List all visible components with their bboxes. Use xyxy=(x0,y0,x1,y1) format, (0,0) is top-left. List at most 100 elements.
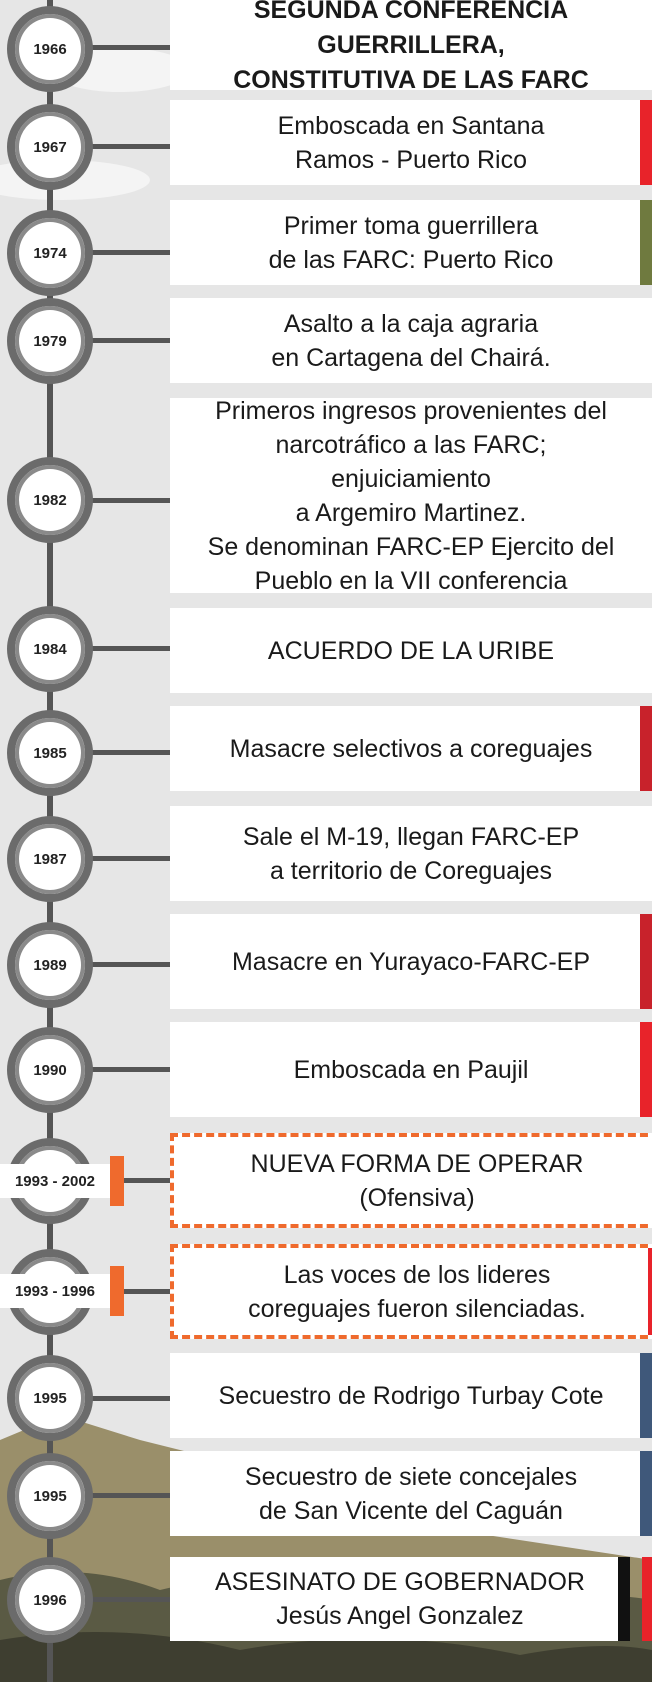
connector-line xyxy=(80,962,172,967)
connector-line xyxy=(80,498,172,503)
event-card: SEGUNDA CONFERENCIA GUERRILLERA, CONSTIT… xyxy=(170,0,652,94)
year-node: 1982 xyxy=(7,457,93,543)
event-card-dashed: Las voces de los lideres coreguajes fuer… xyxy=(170,1244,652,1339)
event-card: Secuestro de siete concejales de San Vic… xyxy=(170,1451,652,1536)
year-range-label: 1993 - 2002 xyxy=(0,1164,110,1198)
event-text: Emboscada en Paujil xyxy=(293,1055,529,1084)
category-stripe xyxy=(640,200,652,285)
timeline-entry: 1995 Secuestro de siete concejales de Sa… xyxy=(0,1451,652,1539)
year-label: 1995 xyxy=(33,1487,67,1505)
event-text: Secuestro de Rodrigo Turbay Cote xyxy=(218,1381,604,1410)
year-node: 1974 xyxy=(7,210,93,296)
event-text: Primeros ingresos provenientes del narco… xyxy=(207,396,615,595)
category-stripe xyxy=(640,1353,652,1438)
year-label: 1995 xyxy=(33,1389,67,1407)
timeline-entry: 1993 - 2002 NUEVA FORMA DE OPERAR (Ofens… xyxy=(0,1133,652,1228)
connector-line xyxy=(80,1493,172,1498)
connector-line xyxy=(80,1289,172,1294)
year-node: 1990 xyxy=(7,1027,93,1113)
event-text: Asalto a la caja agraria en Cartagena de… xyxy=(271,309,551,372)
year-label: 1984 xyxy=(33,640,67,658)
year-label: 1993 - 1996 xyxy=(14,1282,96,1300)
event-card: Asalto a la caja agraria en Cartagena de… xyxy=(170,298,652,383)
timeline-entry: 1996 ASESINATO DE GOBERNADOR Jesús Angel… xyxy=(0,1557,652,1643)
category-stripe xyxy=(640,1022,652,1117)
year-node: 1989 xyxy=(7,922,93,1008)
event-text: SEGUNDA CONFERENCIA GUERRILLERA, CONSTIT… xyxy=(233,0,589,94)
event-text: Primer toma guerrillera de las FARC: Pue… xyxy=(268,211,554,274)
range-marker xyxy=(110,1266,124,1316)
timeline-entry: 1979 Asalto a la caja agraria en Cartage… xyxy=(0,298,652,384)
connector-line xyxy=(80,338,172,343)
event-card: ACUERDO DE LA URIBE xyxy=(170,608,652,693)
event-text: Masacre en Yurayaco-FARC-EP xyxy=(231,947,591,976)
event-card-dashed: NUEVA FORMA DE OPERAR (Ofensiva) xyxy=(170,1133,652,1228)
category-stripe xyxy=(640,706,652,791)
year-label: 1993 - 2002 xyxy=(14,1172,96,1190)
event-card: Primeros ingresos provenientes del narco… xyxy=(170,397,652,595)
timeline-entry: 1984 ACUERDO DE LA URIBE xyxy=(0,606,652,693)
year-label: 1996 xyxy=(33,1591,67,1609)
year-node: 1967 xyxy=(7,104,93,190)
connector-line xyxy=(80,144,172,149)
event-card: ASESINATO DE GOBERNADOR Jesús Angel Gonz… xyxy=(170,1557,630,1641)
year-node: 1995 xyxy=(7,1355,93,1441)
event-card: Masacre selectivos a coreguajes xyxy=(170,706,652,791)
year-label: 1990 xyxy=(33,1061,67,1079)
timeline-entry: 1966 SEGUNDA CONFERENCIA GUERRILLERA, CO… xyxy=(0,0,652,94)
event-card: Sale el M-19, llegan FARC-EP a territori… xyxy=(170,806,652,901)
timeline-entry: 1989 Masacre en Yurayaco-FARC-EP xyxy=(0,914,652,1009)
year-node: 1979 xyxy=(7,298,93,384)
connector-line xyxy=(80,856,172,861)
category-stripe xyxy=(640,100,652,185)
year-label: 1985 xyxy=(33,744,67,762)
event-text: NUEVA FORMA DE OPERAR (Ofensiva) xyxy=(250,1149,584,1212)
year-node: 1987 xyxy=(7,816,93,902)
timeline-entry: 1993 - 1996 Las voces de los lideres cor… xyxy=(0,1244,652,1339)
event-text: Masacre selectivos a coreguajes xyxy=(229,734,593,763)
year-label: 1967 xyxy=(33,138,67,156)
event-card: Secuestro de Rodrigo Turbay Cote xyxy=(170,1353,652,1438)
event-text: Las voces de los lideres coreguajes fuer… xyxy=(248,1260,586,1323)
category-stripe xyxy=(648,1248,652,1335)
category-stripe xyxy=(640,1451,652,1536)
connector-line xyxy=(80,646,172,651)
year-label: 1982 xyxy=(33,491,67,509)
connector-line xyxy=(80,250,172,255)
year-label: 1979 xyxy=(33,332,67,350)
red-edge-stripe xyxy=(642,1557,652,1641)
year-node: 1996 xyxy=(7,1557,93,1643)
timeline-entry: 1967 Emboscada en Santana Ramos - Puerto… xyxy=(0,100,652,190)
event-text: ASESINATO DE GOBERNADOR Jesús Angel Gonz… xyxy=(215,1568,585,1630)
year-label: 1989 xyxy=(33,956,67,974)
timeline-entry: 1995 Secuestro de Rodrigo Turbay Cote xyxy=(0,1353,652,1441)
connector-line xyxy=(80,1067,172,1072)
range-marker xyxy=(110,1156,124,1206)
connector-line xyxy=(80,750,172,755)
connector-line xyxy=(80,45,172,50)
connector-line xyxy=(80,1396,172,1401)
category-stripe xyxy=(618,1557,630,1641)
year-node: 1985 xyxy=(7,710,93,796)
category-stripe xyxy=(640,914,652,1009)
year-node: 1995 xyxy=(7,1453,93,1539)
year-label: 1966 xyxy=(33,40,67,58)
timeline-entry: 1987 Sale el M-19, llegan FARC-EP a terr… xyxy=(0,806,652,902)
year-node: 1966 xyxy=(7,6,93,92)
timeline-entry: 1974 Primer toma guerrillera de las FARC… xyxy=(0,200,652,296)
event-card: Emboscada en Paujil xyxy=(170,1022,652,1117)
timeline-entry: 1990 Emboscada en Paujil xyxy=(0,1022,652,1117)
year-range-label: 1993 - 1996 xyxy=(0,1274,110,1308)
year-label: 1974 xyxy=(33,244,67,262)
event-card: Primer toma guerrillera de las FARC: Pue… xyxy=(170,200,652,285)
timeline-entry: 1982 Primeros ingresos provenientes del … xyxy=(0,397,652,595)
event-text: Sale el M-19, llegan FARC-EP a territori… xyxy=(242,822,580,885)
timeline-entry: 1985 Masacre selectivos a coreguajes xyxy=(0,706,652,796)
connector-line xyxy=(80,1178,172,1183)
year-node: 1984 xyxy=(7,606,93,692)
event-card: Masacre en Yurayaco-FARC-EP xyxy=(170,914,652,1009)
connector-line xyxy=(80,1597,172,1602)
year-label: 1987 xyxy=(33,850,67,868)
event-text: ACUERDO DE LA URIBE xyxy=(267,636,555,665)
event-card: Emboscada en Santana Ramos - Puerto Rico xyxy=(170,100,652,185)
